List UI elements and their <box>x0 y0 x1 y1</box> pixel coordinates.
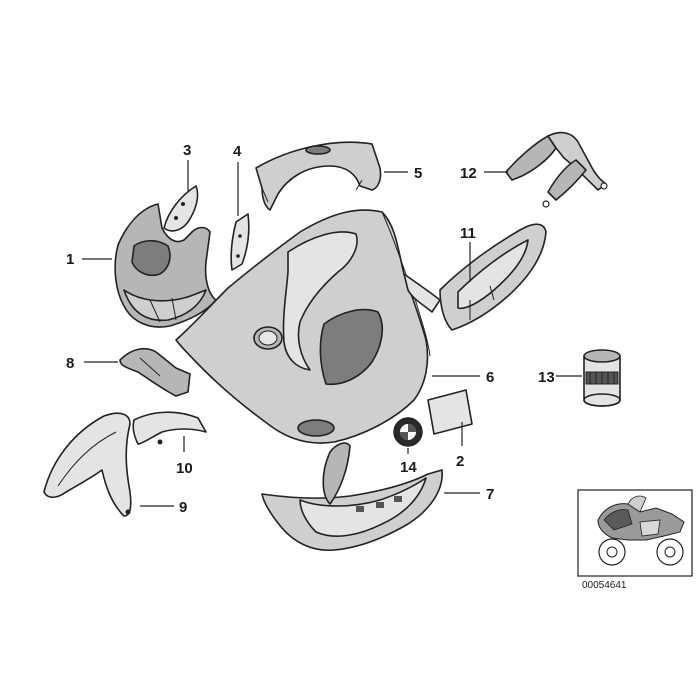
catalog-number: 00054641 <box>582 580 627 591</box>
part-front-fairing <box>114 203 217 328</box>
part-oil-filter <box>583 349 621 407</box>
part-side-bracket <box>230 213 250 271</box>
callout-8: 8 <box>66 355 74 372</box>
callout-12: 12 <box>460 165 477 182</box>
leader-lines <box>82 160 582 507</box>
part-side-panel <box>439 223 547 331</box>
part-front-mudguard <box>43 412 132 517</box>
callout-13: 13 <box>538 369 555 386</box>
callout-10: 10 <box>176 460 193 477</box>
callout-1: 1 <box>66 251 74 268</box>
callout-11: 11 <box>460 225 476 242</box>
part-rear-bracket <box>505 131 608 208</box>
part-cockpit-trim <box>255 141 382 211</box>
callout-4: 4 <box>233 143 242 160</box>
callout-7: 7 <box>486 486 494 503</box>
callout-6: 6 <box>486 369 494 386</box>
motorcycle-icon <box>597 495 685 566</box>
locator-thumbnail: 00054641 <box>577 489 693 591</box>
callout-3: 3 <box>183 142 191 159</box>
part-label-plate <box>427 389 473 435</box>
callout-2: 2 <box>456 453 464 470</box>
part-inner-bracket <box>119 347 191 397</box>
part-main-fairing <box>175 209 441 444</box>
part-mudguard-insert <box>132 411 207 445</box>
callout-14: 14 <box>400 459 417 476</box>
part-belly-pan <box>261 442 443 552</box>
part-wind-deflector <box>163 185 199 232</box>
callout-9: 9 <box>179 499 187 516</box>
callout-5: 5 <box>414 165 422 182</box>
callouts: 1 2 3 4 5 6 7 8 9 10 11 12 13 14 <box>66 142 555 516</box>
part-bmw-badge <box>393 417 423 447</box>
